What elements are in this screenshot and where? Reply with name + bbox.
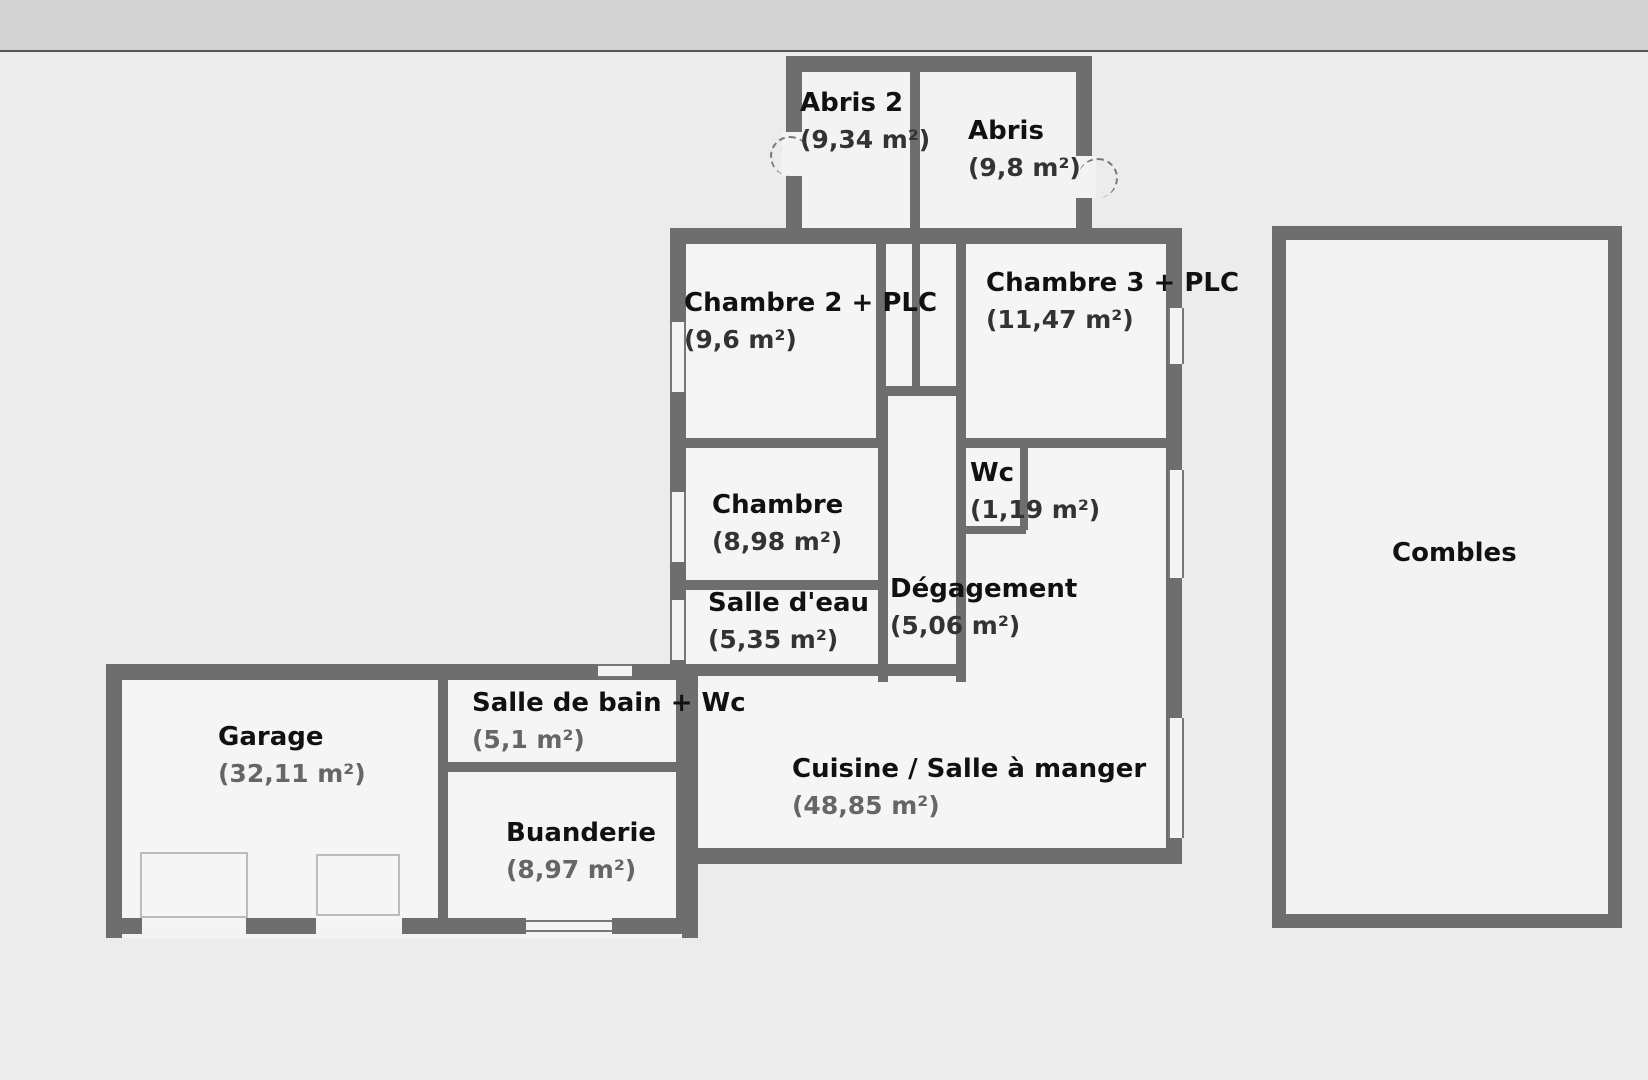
room-name: Salle de bain + Wc [472, 688, 746, 718]
room-area: (32,11 m²) [218, 759, 366, 788]
room-name: Abris 2 [800, 88, 904, 118]
room-name: Buanderie [506, 818, 656, 848]
room-area: (5,06 m²) [890, 611, 1021, 640]
room-area: (9,34 m²) [800, 125, 931, 154]
garage-block-floor [122, 680, 686, 926]
room-area: (1,19 m²) [970, 495, 1101, 524]
wall-chambre2-right [876, 244, 886, 444]
wall-degagement-right [956, 444, 966, 682]
wall-garage-bottom-right [402, 918, 526, 934]
room-salle-eau: Salle d'eau (5,35 m²) [708, 586, 869, 660]
room-wc: Wc (1,19 m²) [970, 456, 1100, 530]
room-combles: Combles [1392, 536, 1517, 570]
room-name: Chambre 3 + PLC [986, 268, 1240, 298]
room-abris: Abris (9,8 m²) [968, 114, 1081, 188]
room-buanderie: Buanderie (8,97 m²) [506, 816, 656, 890]
wall-degagement-left [878, 392, 888, 682]
window-chambre2 [670, 322, 686, 392]
wall-chambre3-bottom [962, 438, 1166, 448]
room-garage: Garage (32,11 m²) [218, 720, 366, 794]
window-buanderie-bottom [526, 920, 612, 932]
wall-plc-divider [912, 244, 920, 390]
window-salle-eau [670, 600, 686, 660]
room-name: Cuisine / Salle à manger [792, 754, 1147, 784]
room-abris2: Abris 2 (9,34 m²) [800, 86, 930, 160]
wall-salle-eau-bottom [670, 664, 966, 676]
wall-wc-right [1020, 444, 1028, 530]
window-chambre [670, 492, 686, 562]
room-name: Wc [970, 458, 1015, 488]
wall-garage-right [438, 678, 448, 928]
room-name: Salle d'eau [708, 588, 870, 618]
room-salle-bain: Salle de bain + Wc (5,1 m²) [472, 686, 746, 760]
room-area: (11,47 m²) [986, 305, 1134, 334]
wall-plc-bottom [876, 386, 966, 396]
window-chambre3 [1168, 308, 1184, 364]
room-area: (8,98 m²) [712, 527, 843, 556]
wall-wc-bottom [962, 526, 1026, 534]
room-area: (8,97 m²) [506, 855, 637, 884]
wall-plc-right [956, 244, 966, 444]
wall-chambre2-bottom [686, 438, 882, 448]
room-chambre: Chambre (8,98 m²) [712, 488, 843, 562]
floor-plan-canvas: Abris 2 (9,34 m²) Abris (9,8 m²) Chambre… [0, 52, 1648, 1080]
wall-buanderie-left [676, 670, 688, 930]
room-area: (9,8 m²) [968, 153, 1081, 182]
wall-sdb-bottom [446, 762, 682, 772]
car-sketch-right [316, 854, 400, 916]
wall-garage-bottom-left [106, 918, 142, 934]
room-name: Chambre 2 + PLC [684, 288, 938, 318]
wall-chambre-bottom [686, 580, 882, 590]
abris-block [786, 56, 1092, 250]
room-name: Chambre [712, 490, 844, 520]
wall-buanderie-bottom [612, 918, 698, 934]
abris-door-swing [1078, 158, 1118, 198]
window-sdb-top [598, 664, 632, 678]
top-strip [0, 0, 1648, 52]
room-cuisine: Cuisine / Salle à manger (48,85 m²) [792, 752, 1146, 826]
room-area: (48,85 m²) [792, 791, 940, 820]
window-east-1 [1168, 470, 1184, 578]
room-degagement: Dégagement (5,06 m²) [890, 572, 1077, 646]
room-name: Abris [968, 116, 1044, 146]
room-area: (5,35 m²) [708, 625, 839, 654]
room-area: (5,1 m²) [472, 725, 585, 754]
combles-wall [1272, 226, 1622, 928]
wall-garage-bottom-mid [246, 918, 316, 934]
abris2-door-swing [770, 136, 810, 176]
room-chambre2: Chambre 2 + PLC (9,6 m²) [684, 286, 937, 360]
room-name: Garage [218, 722, 324, 752]
room-name: Dégagement [890, 574, 1078, 604]
room-name: Combles [1392, 538, 1517, 568]
room-area: (9,6 m²) [684, 325, 797, 354]
window-east-2 [1168, 718, 1184, 838]
abris-divider-wall [910, 62, 920, 248]
room-chambre3: Chambre 3 + PLC (11,47 m²) [986, 266, 1239, 340]
car-sketch-left [140, 852, 248, 918]
